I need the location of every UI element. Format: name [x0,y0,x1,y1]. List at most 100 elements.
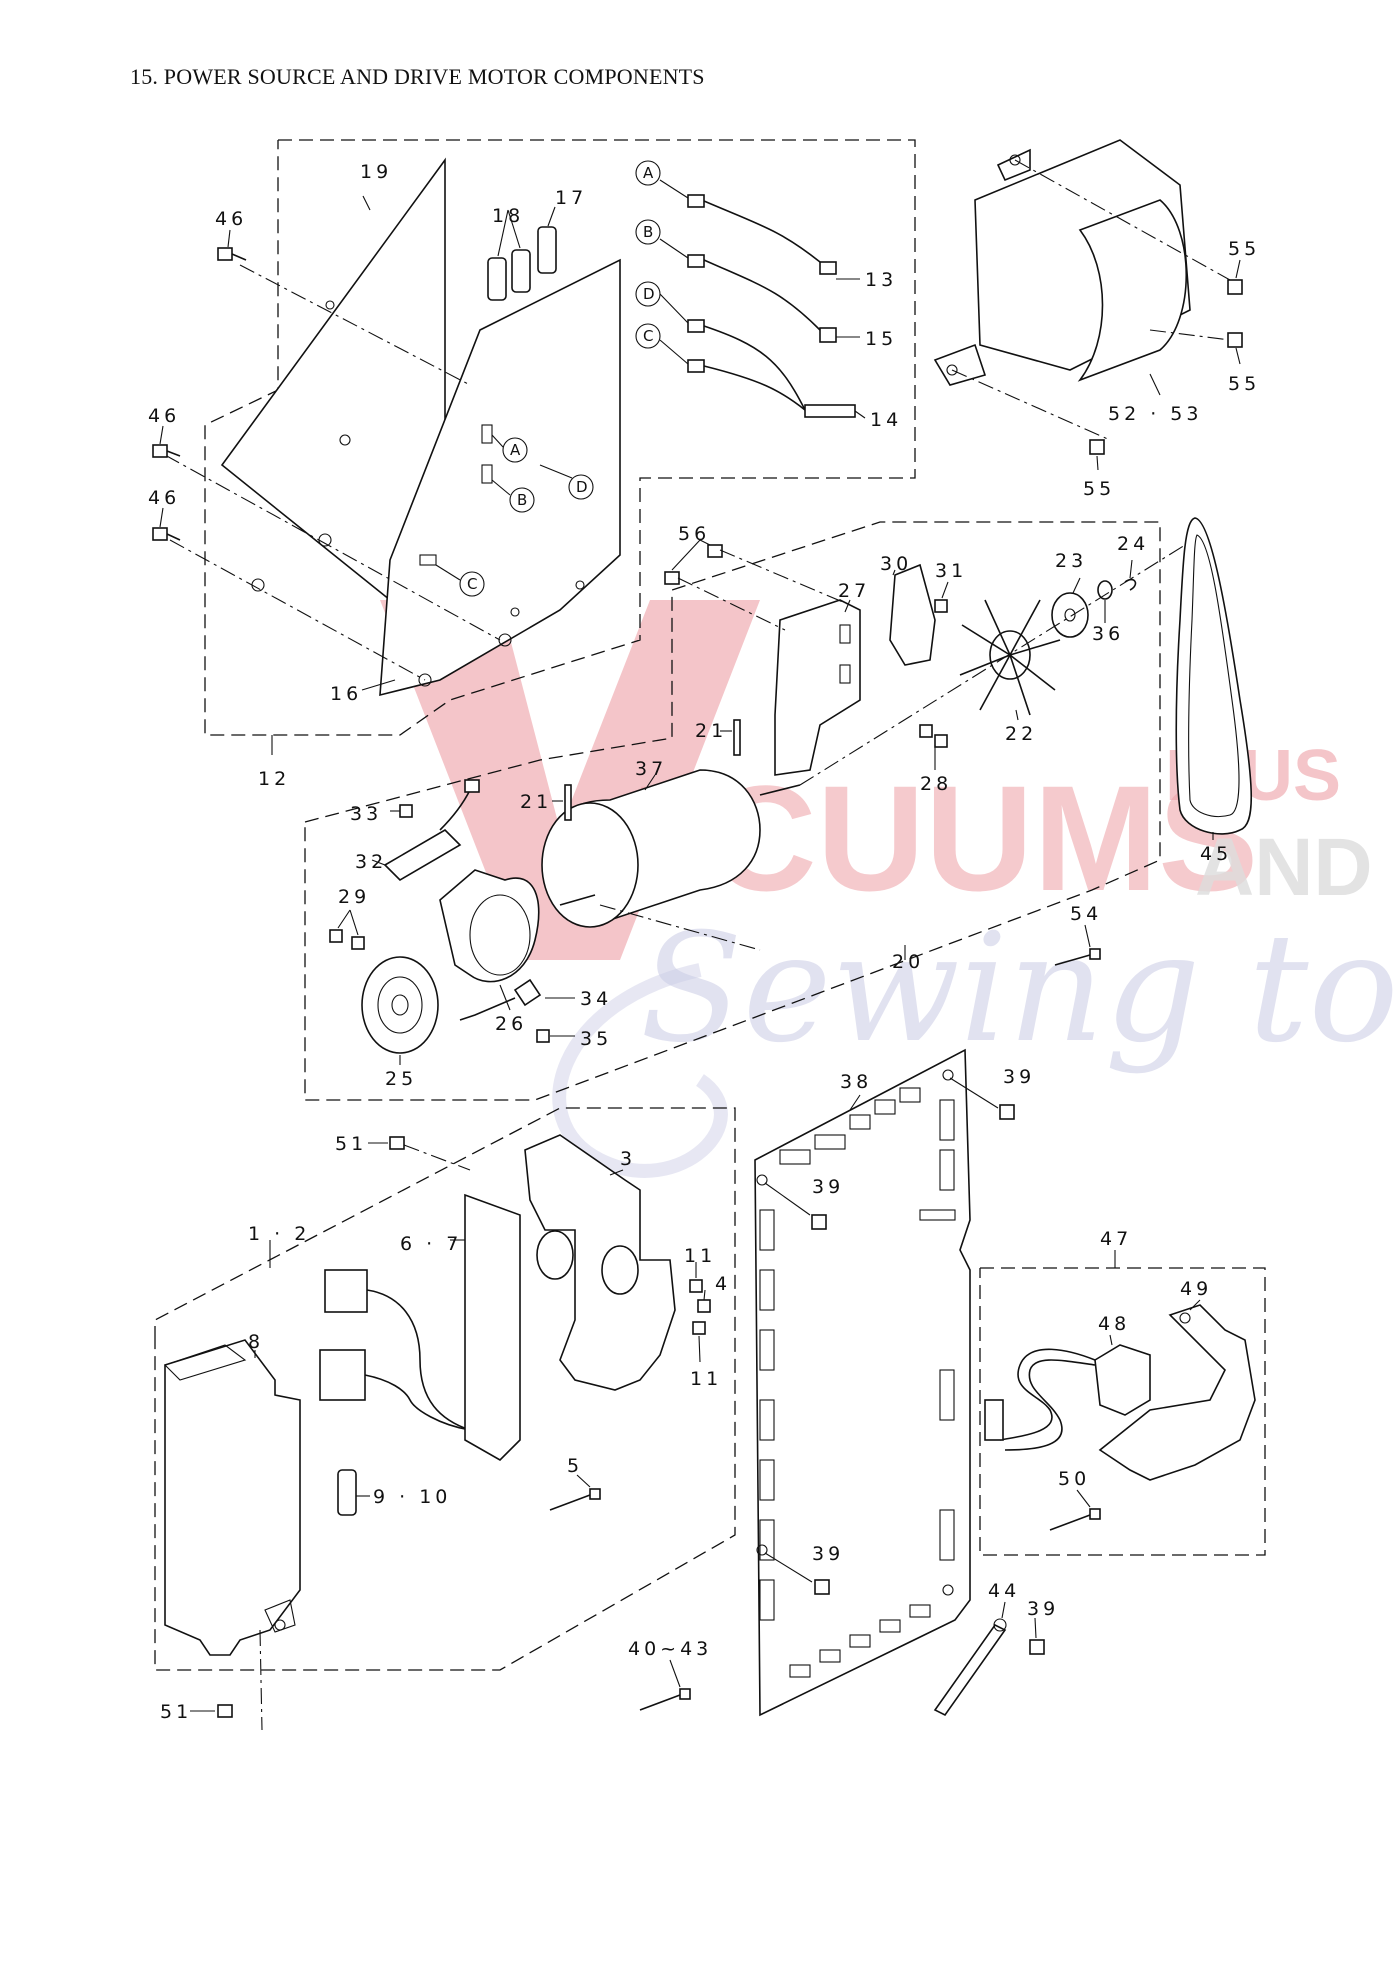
callout-labels: 1 · 2 3 4 5 6 · 7 8 9 · 10 11 11 12 13 1… [148,161,1256,1723]
board-hole [325,300,335,310]
belt-45-outer [1175,517,1253,835]
callout-21a: 21 [520,791,552,813]
callout-56: 56 [678,523,710,545]
marker-circle [635,219,661,245]
callout-48: 48 [1098,1313,1130,1335]
marker-c-board: C [467,575,477,593]
pcb-group-12 [152,139,916,755]
cable-d-plug [687,319,705,333]
group-47-outline [979,1267,1266,1556]
ground-strap-44 [933,1623,1007,1717]
callout-46c: 46 [148,487,180,509]
centerline [799,544,1186,786]
centerline [239,264,471,386]
leader [1072,577,1081,594]
cover-8 [164,1339,301,1656]
harness-plug-lower [319,1349,366,1401]
transformer-coil [1077,199,1188,382]
connector-marker-letters: A B D C A B D C [467,164,655,593]
cable-c-plug [687,359,705,373]
group-12-outline [204,139,916,736]
washer-36 [1097,580,1113,600]
connector-socket [481,464,493,484]
fuse-17 [537,226,557,274]
leader [892,569,896,576]
centerline [677,577,786,631]
leader [844,599,851,613]
screw-51b [190,1704,233,1718]
harness-wire [366,1289,471,1431]
callout-44: 44 [988,1580,1020,1602]
screw-4 [697,1289,711,1313]
leader [499,984,511,1011]
watermark-and-text: AND [1195,822,1373,913]
dsub-connector-48 [1094,1344,1151,1416]
callout-39b: 39 [812,1176,844,1198]
screw-55b [1227,332,1243,365]
bracket-27 [774,599,861,776]
leader [497,209,509,257]
fuse-18b [511,249,531,293]
cable-14-plug [804,404,856,418]
pcb-board-6-7 [464,1193,521,1461]
screw-39c [764,1552,830,1595]
belt-45 [1175,517,1253,840]
callout-11a: 11 [684,1245,716,1267]
leader [1109,1334,1113,1346]
harness-wire [364,1374,471,1431]
callout-51b: 51 [160,1701,192,1723]
callout-5: 5 [567,1455,583,1477]
callout-46a: 46 [215,208,247,230]
cable-14a [703,325,806,411]
callout-30: 30 [880,553,912,575]
leader [644,774,656,791]
motor-shaft-rear [759,784,801,796]
callout-35: 35 [580,1028,612,1050]
strap-ring [993,1618,1007,1632]
leader [507,209,521,249]
marker-circle [509,487,535,513]
main-board-38-components [759,1087,956,1678]
board-hole [575,580,585,590]
cable-tie-50-head [1089,1508,1101,1520]
encoder-disk-25 [361,956,439,1054]
main-board-38 [754,1048,1045,1717]
group-1-2-outline [154,1107,736,1671]
leader [491,479,511,496]
leader [491,434,504,448]
centerline [719,549,851,606]
callout-18: 18 [492,205,524,227]
callout-39a: 39 [1003,1066,1035,1088]
power-supply-group-1-2 [154,1107,736,1731]
callout-45: 45 [1200,843,1232,865]
marker-c-cable: C [643,327,653,345]
screw-11b [692,1321,706,1363]
leader [1129,559,1133,579]
callout-52-53: 52 · 53 [1108,403,1202,425]
screw-29a [329,929,343,943]
leader [371,859,386,866]
marker-b-cable: B [643,223,653,241]
bracket-3-cylinder [536,1230,574,1280]
callout-6-7: 6 · 7 [400,1233,462,1255]
cable-15-plug-left [687,254,705,268]
cable-tie-5-head [589,1488,601,1500]
marker-b-board: B [517,491,527,509]
callout-29: 29 [338,886,370,908]
encoder-disk-25-inner [377,976,423,1034]
pin-21a [564,784,572,821]
leader [576,1474,591,1488]
bracket-49 [1098,1304,1256,1481]
marker-circle [635,160,661,186]
leader [659,339,689,365]
leader [1015,709,1019,721]
callout-12: 12 [258,768,290,790]
callout-50: 50 [1058,1468,1090,1490]
leader [659,238,689,259]
leader [337,909,351,929]
connector-socket [481,424,493,444]
marker-d-cable: D [643,285,655,303]
callout-20: 20 [892,951,924,973]
callout-46b: 46 [148,405,180,427]
screw-39d [1029,1617,1045,1655]
